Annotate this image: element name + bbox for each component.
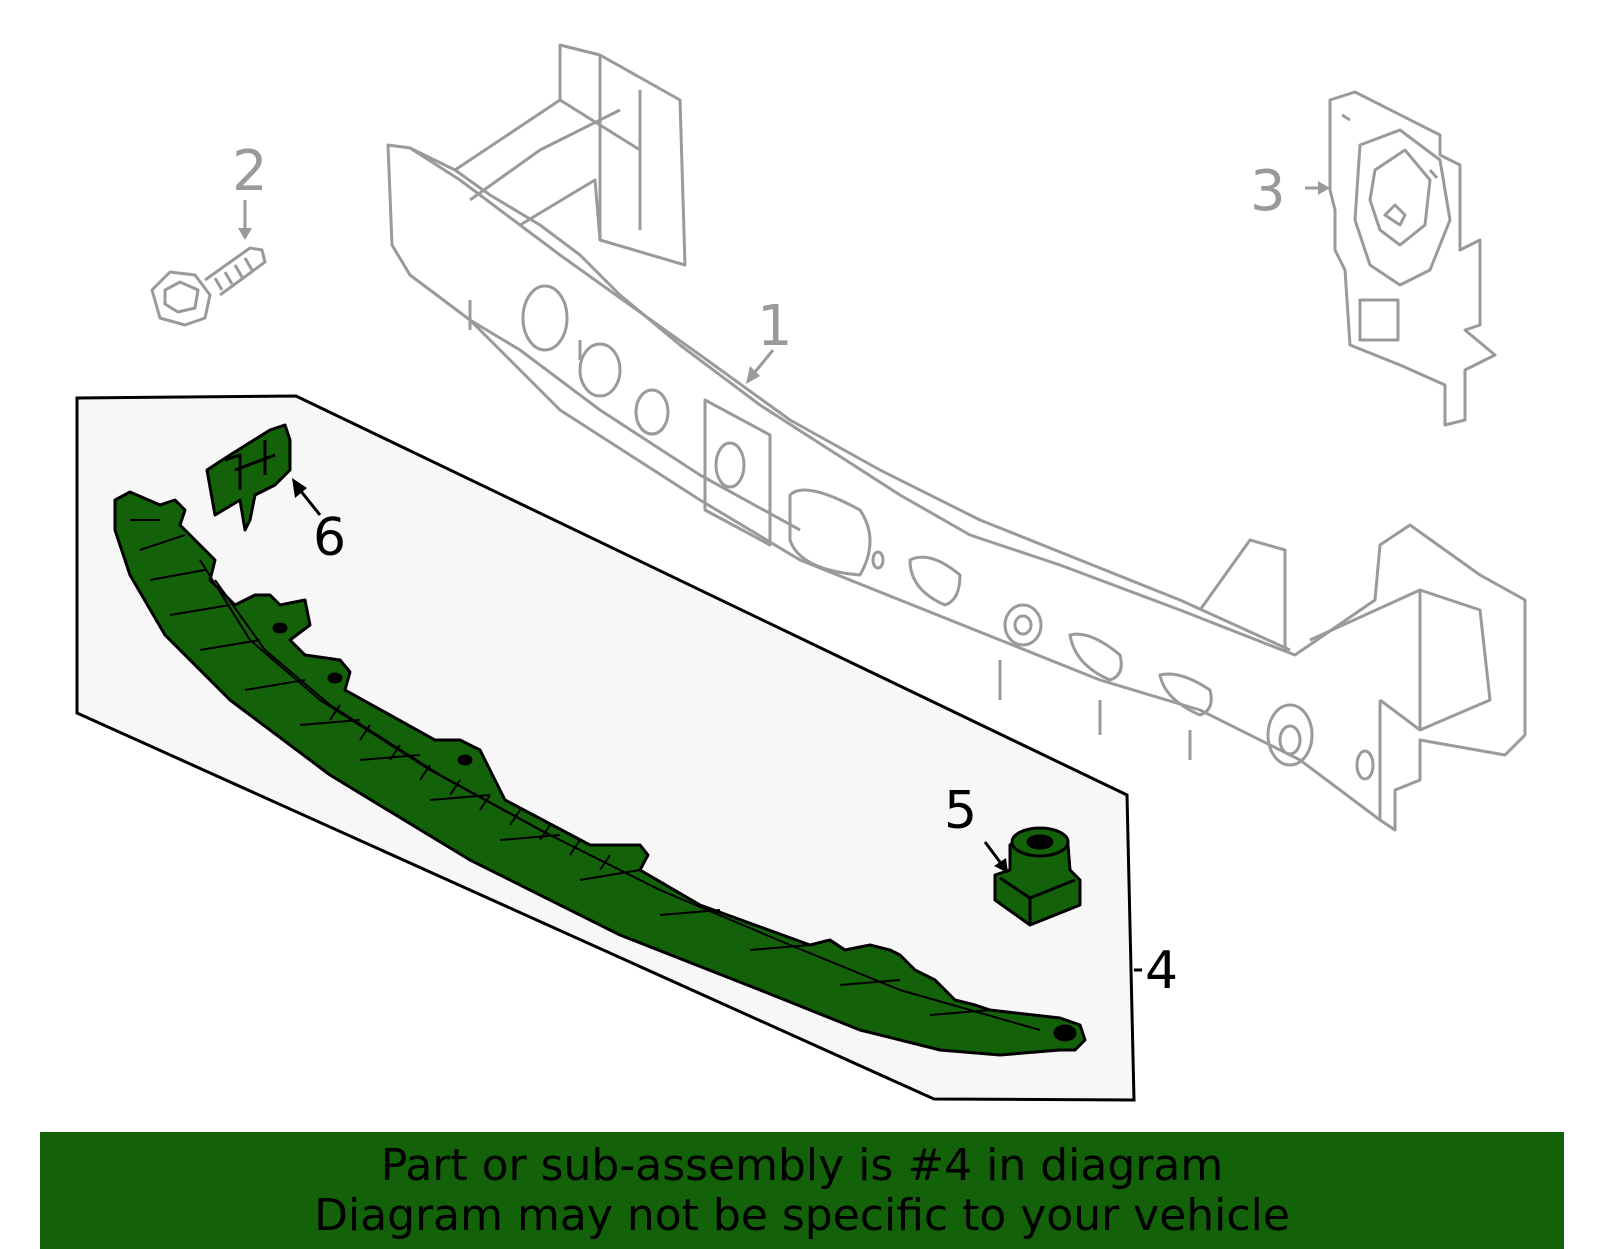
callout-3: 3 xyxy=(1250,159,1286,224)
callout-4: 4 xyxy=(1145,941,1178,1001)
part-3-bracket xyxy=(1328,90,1497,427)
part-4-absorber xyxy=(113,490,1087,1057)
part-6-bracket xyxy=(205,423,292,532)
leader-lines xyxy=(238,181,1330,972)
banner-line-1: Part or sub-assembly is #4 in diagram xyxy=(380,1139,1224,1191)
callout-2: 2 xyxy=(232,139,268,204)
part-2-bolt xyxy=(150,246,267,327)
part-1-reinforcement-beam xyxy=(386,43,1527,832)
sub-assembly-panel xyxy=(75,394,1136,1102)
info-banner: Part or sub-assembly is #4 in diagram Di… xyxy=(40,1132,1564,1249)
callout-1: 1 xyxy=(757,294,793,359)
part-5-stopper xyxy=(993,826,1082,927)
callout-6: 6 xyxy=(313,508,346,568)
callout-5: 5 xyxy=(944,781,977,841)
banner-line-2: Diagram may not be specific to your vehi… xyxy=(314,1189,1290,1241)
